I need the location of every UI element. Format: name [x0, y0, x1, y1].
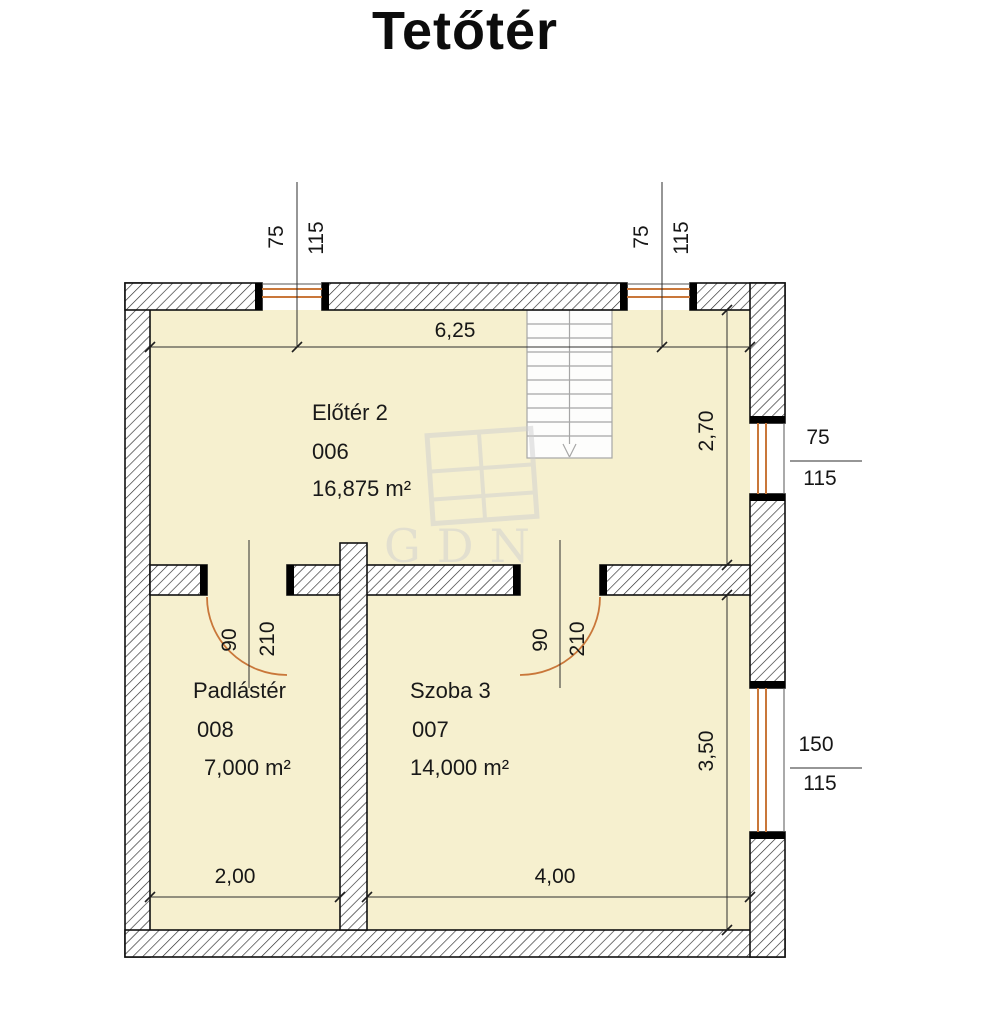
watermark-text: GDN [384, 519, 546, 573]
wall-top-segment-1 [124, 282, 263, 311]
dimension-label-top-window-left-width: 75 [265, 225, 288, 249]
wall-top-segment-2 [321, 282, 628, 311]
dimension-label-szoba-width: 4,00 [534, 865, 576, 888]
dimension-label-top-window-left-height: 115 [305, 221, 328, 255]
room-number-szoba: 007 [412, 717, 449, 742]
room-area-szoba: 14,000 m² [410, 755, 510, 780]
wall-right-segment-1 [749, 282, 786, 424]
wall-right-segment-2 [749, 493, 786, 689]
dimension-label-top-window-right-width: 75 [630, 225, 653, 249]
wall-interior-h-segment-3 [599, 564, 751, 596]
page-title: Tetőtér [371, 1, 558, 61]
window-right-lower [757, 688, 785, 832]
wall-interior-vertical [339, 542, 368, 931]
dimension-label-door-left-height: 210 [256, 621, 279, 657]
door-arcs [206, 596, 601, 676]
room-area-padlaster: 7,000 m² [204, 755, 291, 780]
wall-interior-h-segment-1 [149, 564, 208, 596]
dimension-label-right-window-lower-height: 115 [803, 772, 837, 795]
dimension-ticks [144, 304, 756, 936]
room-number-eloter: 006 [312, 439, 349, 464]
window-right-upper [757, 423, 785, 494]
wall-right-segment-3 [749, 831, 786, 958]
room-number-padlaster: 008 [197, 717, 234, 742]
dimension-label-right-window-lower-width: 150 [798, 733, 834, 756]
dimension-label-door-right-width: 90 [529, 628, 552, 652]
room-name-padlaster: Padlástér [193, 678, 286, 703]
room-area-eloter: 16,875 m² [312, 476, 412, 501]
dimension-lines [144, 182, 862, 936]
wall-end-caps [200, 283, 785, 839]
wall-left [124, 282, 151, 958]
dimension-label-right-window-upper-width: 75 [806, 426, 830, 449]
dimension-label-szoba-depth: 3,50 [695, 730, 718, 772]
dimension-label-right-window-upper-height: 115 [803, 467, 837, 490]
dimension-label-door-left-width: 90 [218, 628, 241, 652]
stairs [526, 309, 613, 459]
dimension-label-door-right-height: 210 [566, 621, 589, 657]
windows [262, 283, 785, 832]
dimension-label-eloter-width: 6,25 [434, 319, 476, 342]
room-name-szoba: Szoba 3 [410, 678, 491, 703]
window-top-right [627, 283, 690, 298]
watermark-logo-icon [424, 425, 540, 527]
dimension-label-padlaster-width: 2,00 [214, 865, 256, 888]
room-floor-fill [150, 310, 750, 930]
room-name-eloter: Előtér 2 [312, 400, 388, 425]
dimension-label-eloter-depth: 2,70 [695, 410, 718, 452]
dimension-label-top-window-right-height: 115 [670, 221, 693, 255]
door-arc-right [519, 596, 601, 676]
wall-bottom [124, 929, 786, 958]
watermark: GDN [384, 425, 546, 573]
stairs-down-arrow-icon [562, 443, 577, 458]
window-top-left [262, 283, 322, 298]
door-arc-left [206, 596, 288, 676]
interior-walls [149, 542, 751, 931]
